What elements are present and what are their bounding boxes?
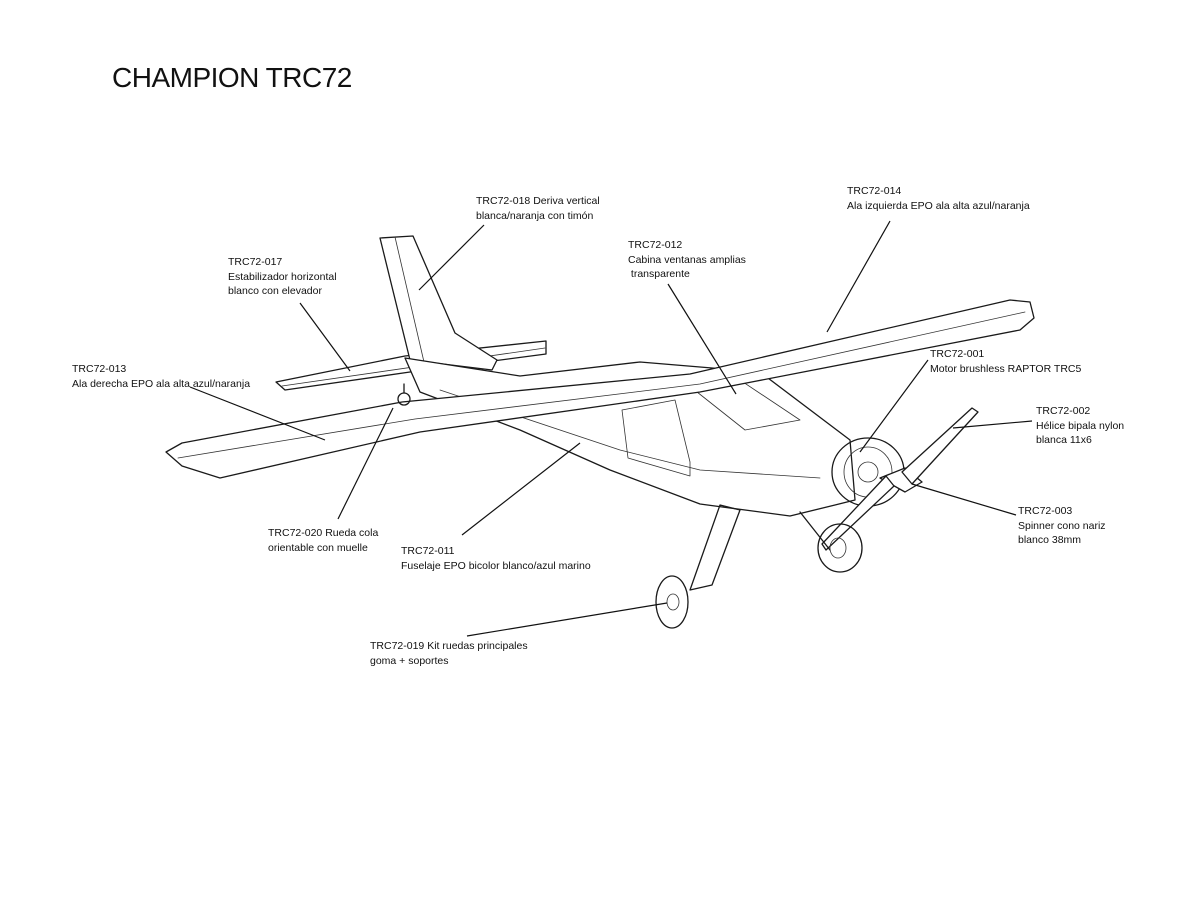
callout-line: TRC72-017 — [228, 256, 283, 268]
callout-line: TRC72-011 — [401, 545, 455, 557]
nose-gear-strut — [799, 511, 831, 551]
callout-line: blanco con elevador — [228, 285, 322, 297]
leader-line-012 — [667, 283, 737, 395]
callout-line: TRC72-003 — [1018, 505, 1073, 517]
callout-line: TRC72-013 — [72, 363, 127, 375]
callout-line: TRC72-002 — [1036, 405, 1091, 417]
leader-line-013 — [189, 386, 326, 441]
callout-line: orientable con muelle — [268, 541, 368, 554]
callout-trc72-012: TRC72-012 Cabina ventanas amplias transp… — [628, 238, 746, 282]
callout-line: blanco 38mm — [1018, 534, 1082, 546]
callout-trc72-019: TRC72-019 Kit ruedas principales goma + … — [370, 639, 528, 668]
callout-trc72-018: TRC72-018 Deriva vertical blanca/naranja… — [476, 194, 600, 223]
callout-trc72-001: TRC72-001 Motor brushless RAPTOR TRC5 — [930, 347, 1081, 376]
callout-trc72-003: TRC72-003 Spinner cono nariz blanco 38mm — [1018, 504, 1106, 548]
propeller-blade-top — [901, 407, 979, 485]
callout-line: Estabilizador horizontal — [228, 270, 337, 283]
callout-line: TRC72-012 — [628, 239, 683, 251]
callout-line: TRC72-014 — [847, 185, 902, 197]
main-wheel — [655, 575, 689, 629]
vertical-fin — [379, 235, 498, 371]
leader-line-014 — [826, 220, 891, 333]
leader-lines — [189, 220, 1033, 637]
main-gear-strut — [689, 504, 741, 591]
callout-line: Spinner cono nariz — [1018, 519, 1106, 532]
callout-trc72-017: TRC72-017 Estabilizador horizontal blanc… — [228, 255, 337, 299]
callout-line: TRC72-018 Deriva vertical — [476, 195, 600, 207]
callout-line: TRC72-001 — [930, 348, 985, 360]
propeller-blade-bottom — [821, 475, 895, 551]
leader-line-002 — [952, 420, 1033, 429]
callout-line: Cabina ventanas amplias — [628, 253, 746, 266]
callout-line: TRC72-019 Kit ruedas principales — [370, 640, 528, 652]
leader-line-001 — [859, 359, 929, 453]
callout-trc72-002: TRC72-002 Hélice bipala nylon blanca 11x… — [1036, 404, 1124, 448]
callout-line: Ala izquierda EPO ala alta azul/naranja — [847, 199, 1030, 212]
callout-line: goma + soportes — [370, 654, 449, 667]
leader-line-018 — [418, 224, 485, 291]
cabin-window-side — [621, 399, 691, 477]
callout-line: TRC72-020 Rueda cola — [268, 527, 379, 539]
callout-line: Hélice bipala nylon — [1036, 419, 1125, 432]
diagram-title: CHAMPION TRC72 — [112, 62, 352, 93]
leader-line-003 — [911, 483, 1017, 516]
leader-line-017 — [299, 302, 351, 372]
wing-outline — [165, 299, 1035, 479]
leader-line-019 — [466, 602, 668, 637]
callout-trc72-014: TRC72-014 Ala izquierda EPO ala alta azu… — [847, 184, 1030, 213]
callout-trc72-020: TRC72-020 Rueda cola orientable con muel… — [268, 526, 378, 555]
airplane-drawing — [165, 235, 1035, 629]
callout-line: Ala derecha EPO ala alta azul/naranja — [72, 377, 251, 390]
callout-trc72-011: TRC72-011 Fuselaje EPO bicolor blanco/az… — [401, 544, 591, 573]
leader-line-020 — [337, 407, 394, 520]
callout-line: blanca 11x6 — [1036, 434, 1092, 446]
callout-trc72-013: TRC72-013 Ala derecha EPO ala alta azul/… — [72, 362, 250, 391]
callout-line: blanca/naranja con timón — [476, 209, 594, 222]
callout-line: transparente — [628, 268, 690, 280]
callout-line: Motor brushless RAPTOR TRC5 — [930, 362, 1082, 375]
nose-wheel — [817, 523, 863, 573]
callout-line: Fuselaje EPO bicolor blanco/azul marino — [401, 559, 591, 572]
leader-line-011 — [461, 442, 581, 536]
